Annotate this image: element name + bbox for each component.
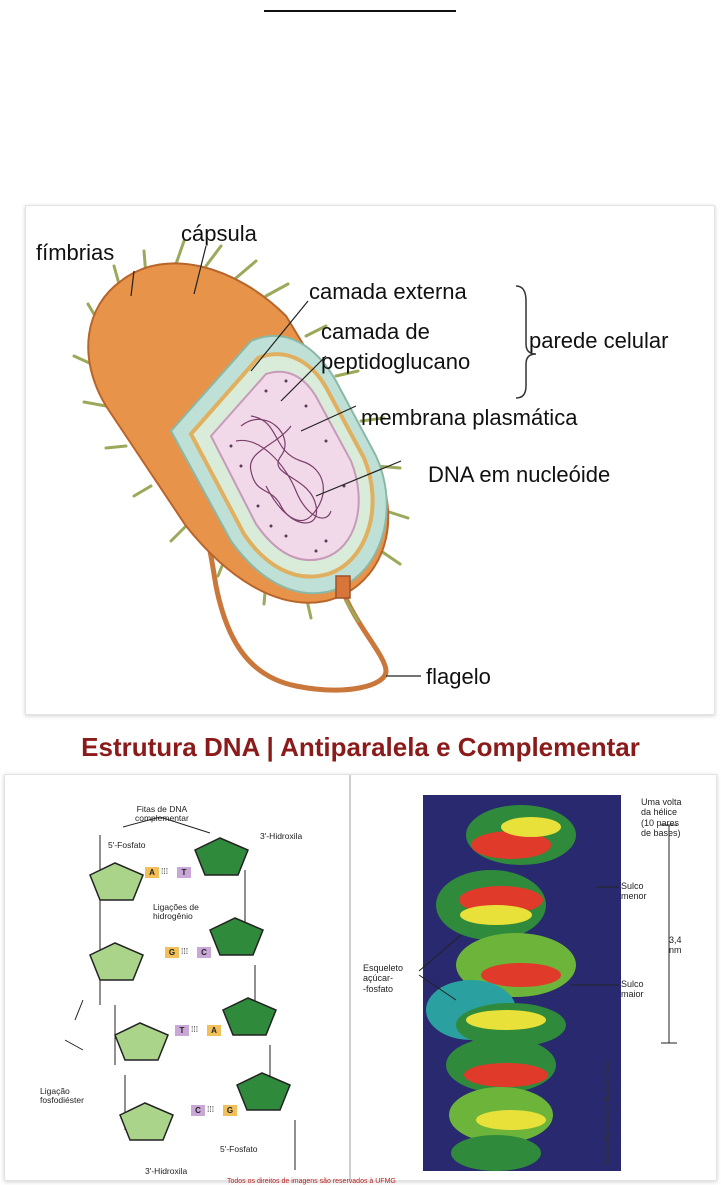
label-camada-externa: camada externa	[309, 279, 467, 304]
label-sulco-maior: Sulco maior	[621, 979, 644, 1000]
label-ligacao-line2: fosfodiéster	[40, 1095, 84, 1106]
label-3-hidroxila-bottom: 3'-Hidroxila	[145, 1166, 188, 1176]
base-t-1: T	[177, 867, 191, 878]
label-ligacoes-hidrogenio: Ligações de hidrogênio	[153, 902, 199, 922]
label-esqueleto: Esqueleto açúcar- -fosfato	[363, 963, 403, 994]
label-capsula: cápsula	[181, 221, 257, 246]
base-t-3: T	[175, 1025, 189, 1036]
image-credit-text: Stephen Edmondson e Elizabeth Patter	[605, 1059, 611, 1165]
base-c-2: C	[197, 947, 211, 958]
label-volta-line4: de bases)	[641, 828, 681, 839]
base-a-1: A	[145, 867, 159, 878]
dna-chemical-structure	[64, 816, 296, 1170]
dna-helix-model	[418, 795, 677, 1171]
hbond-1: ⁞⁞⁞	[161, 866, 169, 876]
footer-copyright: Todos os direitos de imagens são reserva…	[227, 1178, 396, 1185]
base-g-2: G	[165, 947, 179, 958]
label-sulco-menor-line2: menor	[621, 891, 647, 902]
label-ligacao-line1: Ligação	[40, 1086, 70, 1096]
label-3-hidroxila-top: 3'-Hidroxila	[260, 831, 303, 841]
label-parede-celular: parede celular	[529, 328, 669, 353]
label-fitas-line2: complementar	[135, 813, 189, 824]
dna-diagram-panel: A ⁞⁞⁞ T G ⁞⁞⁞ C T ⁞⁞⁞ A C ⁞⁞⁞ G Fitas de…	[4, 774, 717, 1181]
label-camada-de: camada de	[321, 319, 430, 344]
base-a-3: A	[207, 1025, 221, 1036]
label-uma-volta: Uma volta da hélice (10 pares de bases)	[641, 797, 682, 838]
bacteria-illustration	[72, 239, 537, 693]
label-medida-unit: nm	[669, 945, 682, 956]
section-title: Estrutura DNA | Antiparalela e Complemen…	[81, 732, 640, 762]
label-5-fosfato-top: 5'-Fosfato	[108, 840, 146, 850]
hbond-4: ⁞⁞⁞	[207, 1104, 215, 1114]
label-sulco-menor: Sulco menor	[621, 881, 647, 902]
label-fimbrias: fímbrias	[36, 240, 115, 265]
label-dna-nucleoide: DNA em nucleóide	[428, 462, 611, 487]
hbond-3: ⁞⁞⁞	[191, 1024, 199, 1034]
base-g-4: G	[223, 1105, 237, 1116]
label-esqueleto-line1: Esqueleto	[363, 963, 404, 973]
label-volta-line3: (10 pares	[641, 817, 680, 828]
label-volta-line2: da hélice	[641, 807, 678, 818]
panel-divider	[349, 775, 351, 1180]
label-membrana-plasmatica: membrana plasmática	[361, 405, 578, 430]
label-esqueleto-line2: açúcar-	[363, 973, 394, 984]
base-c-4: C	[191, 1105, 205, 1116]
label-medida: 3,4 nm	[669, 935, 682, 956]
label-esqueleto-line3: -fosfato	[363, 983, 394, 994]
hbond-2: ⁞⁞⁞	[181, 946, 189, 956]
label-5-fosfato-bottom: 5'-Fosfato	[220, 1144, 258, 1154]
label-ligacao-fosfodiester: Ligação fosfodiéster	[40, 1086, 84, 1106]
label-sulco-maior-line2: maior	[621, 989, 644, 1000]
label-ligacoes-line1: Ligações de	[153, 902, 199, 912]
top-rule	[264, 10, 456, 12]
image-credit: Stephen Edmondson e Elizabeth Patter	[605, 1045, 615, 1165]
label-volta-line1: Uma volta	[641, 797, 682, 807]
label-flagelo: flagelo	[426, 664, 491, 689]
label-peptidoglucano: peptidoglucano	[321, 349, 471, 374]
bacteria-diagram-panel: fímbrias cápsula camada externa camada d…	[25, 205, 715, 715]
label-fitas-line1: Fitas de DNA	[136, 804, 188, 814]
label-sulco-maior-line1: Sulco	[621, 979, 644, 989]
label-sulco-menor-line1: Sulco	[621, 881, 644, 891]
label-medida-value: 3,4	[669, 935, 682, 945]
label-ligacoes-line2: hidrogênio	[153, 911, 193, 922]
label-fitas: Fitas de DNA complementar	[135, 804, 189, 824]
